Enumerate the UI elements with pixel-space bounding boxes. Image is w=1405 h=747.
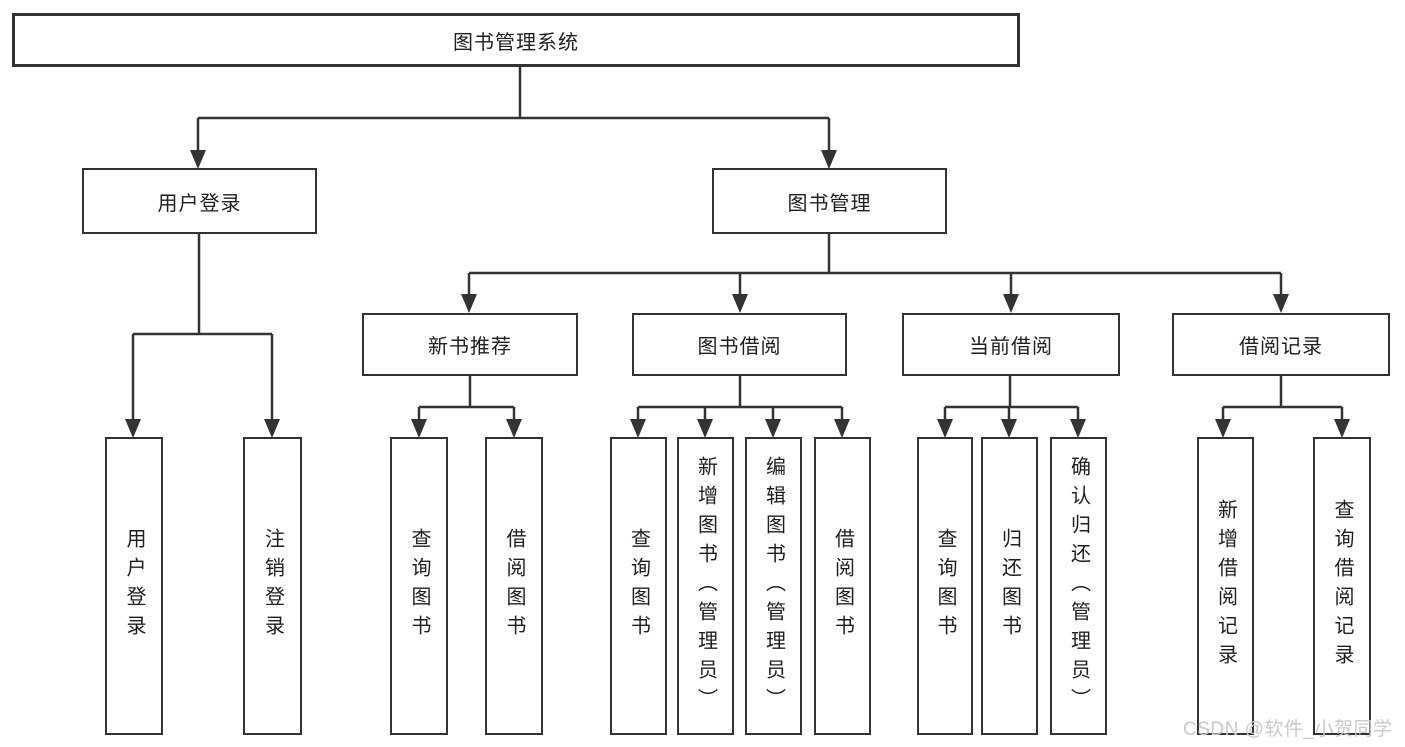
- node-label: 归还图书: [998, 528, 1021, 644]
- node-label: 查询图书: [934, 528, 956, 644]
- node-label: 借阅记录: [1239, 336, 1323, 358]
- leaf-confirm-return-admin: 确认归还（管理员）: [1050, 437, 1107, 735]
- node-book-borrowing: 图书借阅: [632, 313, 847, 376]
- node-current-borrowing: 当前借阅: [902, 313, 1120, 376]
- node-label: 编辑图书（管理员）: [762, 455, 785, 717]
- node-user-login-module: 用户登录: [82, 168, 317, 234]
- node-label: 图书借阅: [697, 336, 782, 358]
- leaf-add-books-admin: 新增图书（管理员）: [677, 437, 734, 735]
- csdn-watermark: CSDN @软件_小贺同学: [1183, 719, 1393, 740]
- node-label: 图书管理: [787, 192, 872, 215]
- arrowhead-icons: [125, 150, 1350, 438]
- node-label: 查询借阅记录: [1331, 499, 1353, 673]
- node-label: 借阅图书: [831, 528, 854, 644]
- node-label: 用户登录: [123, 528, 145, 644]
- leaf-return-books: 归还图书: [981, 437, 1038, 735]
- node-label: 图书管理系统: [453, 31, 579, 54]
- leaf-query-books-recommendation: 查询图书: [390, 437, 448, 735]
- node-label: 新增借阅记录: [1214, 499, 1237, 673]
- node-book-management-module: 图书管理: [712, 168, 947, 234]
- node-label: 借阅图书: [503, 528, 525, 644]
- node-label: 当前借阅: [969, 336, 1053, 358]
- leaf-query-books-borrowing: 查询图书: [610, 437, 667, 735]
- node-new-book-recommendation: 新书推荐: [362, 313, 578, 376]
- node-label: 新增图书（管理员）: [694, 455, 717, 717]
- leaf-edit-books-admin: 编辑图书（管理员）: [745, 437, 802, 735]
- node-borrowing-records: 借阅记录: [1172, 313, 1390, 376]
- leaf-query-books-current: 查询图书: [917, 437, 973, 735]
- node-label: 查询图书: [627, 528, 650, 644]
- node-label: 用户登录: [157, 192, 242, 215]
- node-label: 确认归还（管理员）: [1067, 455, 1090, 717]
- leaf-add-borrow-record: 新增借阅记录: [1197, 437, 1254, 735]
- leaf-user-login: 用户登录: [105, 437, 163, 735]
- leaf-query-borrow-record: 查询借阅记录: [1313, 437, 1371, 735]
- leaf-borrow-books-recommendation: 借阅图书: [485, 437, 543, 735]
- connector-segments: [131, 67, 1344, 420]
- leaf-borrow-books-borrowing: 借阅图书: [814, 437, 871, 735]
- node-library-management-system: 图书管理系统: [12, 13, 1020, 67]
- node-label: 注销登录: [261, 528, 284, 644]
- node-label: 查询图书: [408, 528, 430, 644]
- leaf-logout: 注销登录: [243, 437, 302, 735]
- node-label: 新书推荐: [428, 336, 512, 358]
